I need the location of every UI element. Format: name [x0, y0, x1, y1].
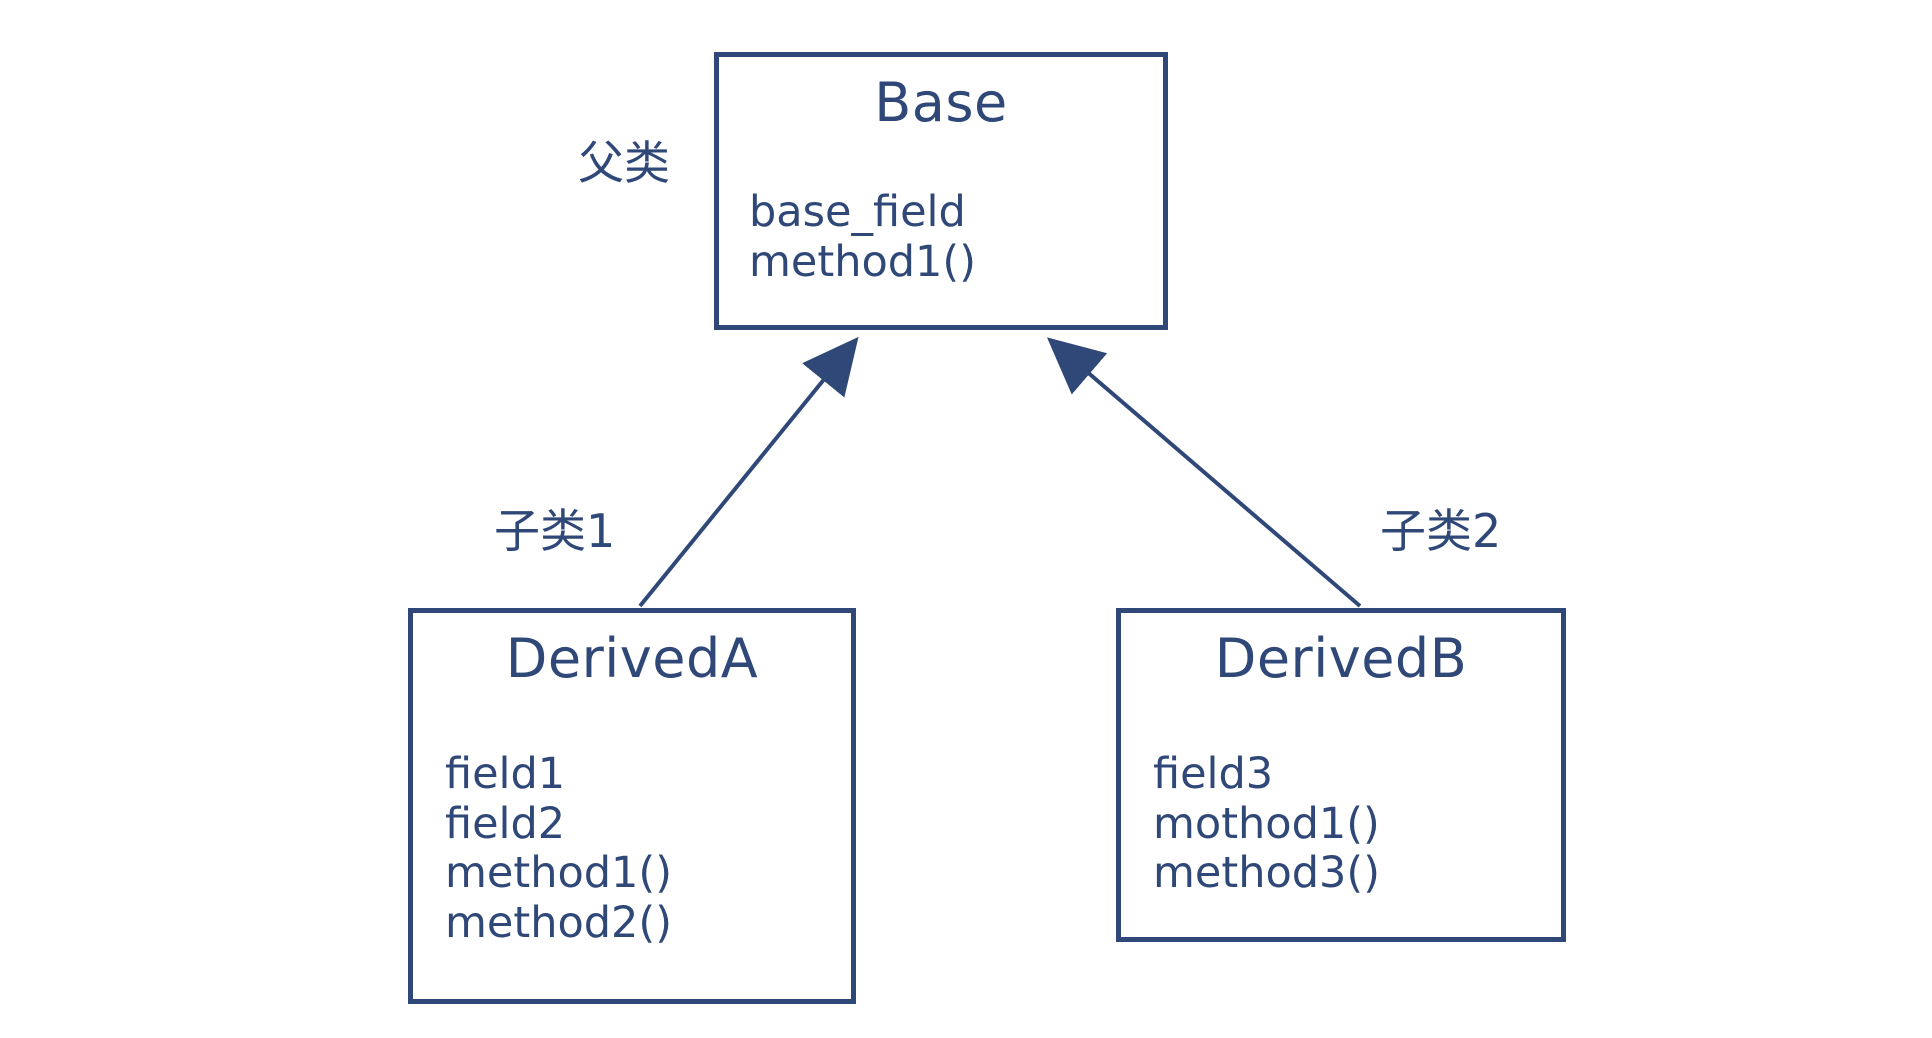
class-box-base[interactable]: Base base_field method1() [714, 52, 1168, 330]
class-name-base: Base [874, 71, 1008, 134]
member-row: mothod1() [1153, 798, 1380, 849]
member-row: method2() [445, 898, 672, 949]
class-members-derived-b: field3 mothod1() method3() [1153, 748, 1561, 900]
class-name-derived-a: DerivedA [505, 627, 759, 690]
member-row: method1() [445, 848, 672, 899]
edge-derivedb-to-base [1046, 337, 1362, 608]
member-row: base_field [749, 186, 966, 237]
member-row: field3 [1153, 748, 1274, 799]
annotation-child-class-2: 子类2 [1380, 504, 1502, 558]
annotation-child-class-1: 子类1 [494, 504, 616, 558]
member-row: field1 [445, 748, 566, 799]
class-box-derived-a[interactable]: DerivedA field1 field2 method1() method2… [408, 608, 856, 1004]
class-members-derived-a: field1 field2 method1() method2() [445, 748, 851, 950]
class-box-derived-b[interactable]: DerivedB field3 mothod1() method3() [1116, 608, 1566, 942]
member-row: method3() [1153, 848, 1380, 899]
member-row: field2 [445, 798, 566, 849]
member-row: method1() [749, 236, 976, 287]
class-name-derived-b: DerivedB [1214, 627, 1468, 690]
edge-deriveda-to-base [638, 336, 859, 608]
class-members-base: base_field method1() [749, 186, 1163, 288]
annotation-parent-class: 父类 [578, 136, 670, 190]
